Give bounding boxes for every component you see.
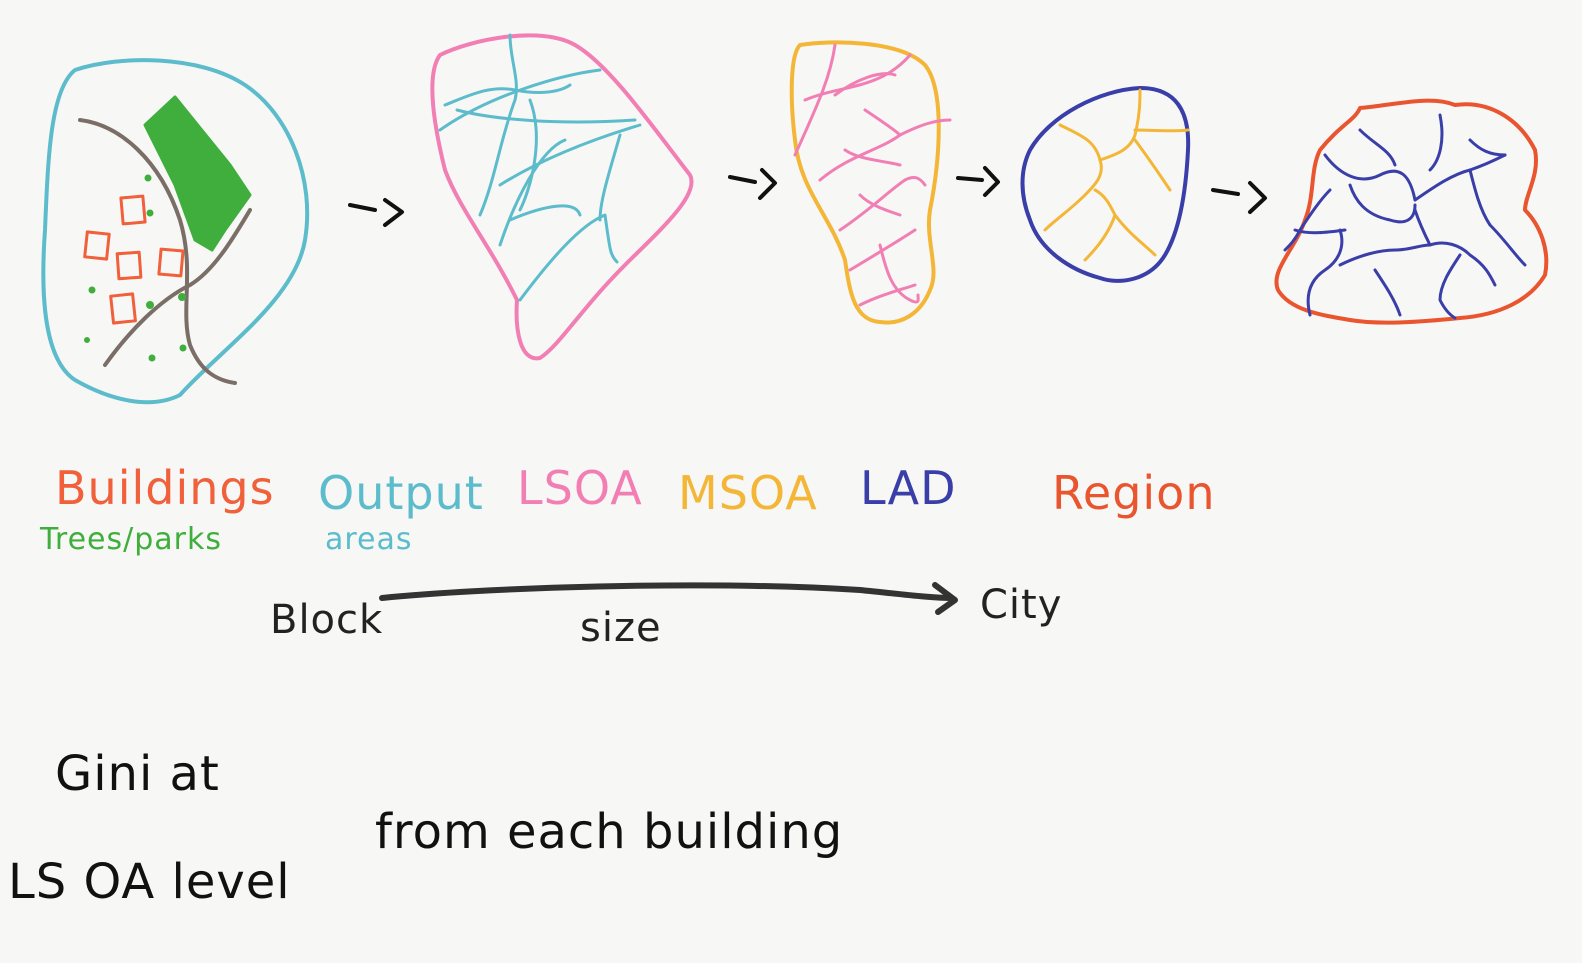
stage-output-areas (430, 33, 694, 361)
label-lad: LAD (860, 461, 957, 515)
label-areas: areas (325, 522, 413, 557)
note-lsoa-level: LS OA level (8, 854, 291, 910)
msoa-lines (1043, 88, 1190, 262)
label-output: Output (318, 466, 484, 520)
label-lsoa: LSOA (517, 461, 643, 515)
scale-label-city: City (980, 582, 1063, 628)
stage-buildings (41, 58, 310, 405)
stage-msoa (1020, 86, 1191, 283)
lsoa-boundary (430, 33, 694, 361)
msoa-boundary (789, 40, 941, 325)
tree-dots (84, 174, 187, 362)
output-area-outline (41, 58, 310, 405)
building-squares (83, 194, 185, 325)
label-region: Region (1052, 466, 1216, 520)
scale-label-block: Block (270, 597, 384, 643)
scale-label-size: size (580, 605, 662, 651)
scale-arrow-head (932, 582, 958, 615)
note-from-each-building: from each building (375, 804, 844, 860)
road-line (78, 118, 237, 385)
arrow-3 (956, 166, 1000, 197)
lsoa-lines (793, 43, 952, 307)
stage-lsoa (789, 40, 952, 325)
label-msoa: MSOA (678, 466, 818, 520)
output-area-lines (438, 33, 642, 302)
lad-boundary (1020, 86, 1191, 283)
region-boundary (1274, 98, 1549, 325)
lad-lines (1283, 113, 1527, 320)
label-trees-parks: Trees/parks (40, 522, 223, 557)
arrow-4 (1211, 181, 1267, 214)
park-shape (143, 95, 252, 252)
stage-region (1274, 98, 1549, 325)
arrow-2 (728, 168, 777, 200)
label-buildings: Buildings (55, 461, 275, 515)
road-line (103, 208, 252, 367)
note-gini-at: Gini at (55, 746, 220, 802)
scale-arrow-line (379, 582, 955, 601)
arrow-1 (348, 198, 404, 227)
